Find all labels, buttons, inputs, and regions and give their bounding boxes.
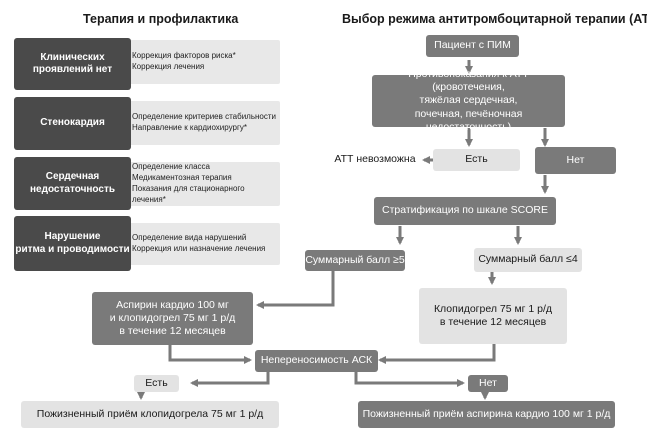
row-2-item-1: Определение критериев стабильности [132,112,276,122]
arrow-clopidogrel-to-asa [378,344,496,364]
contraindications-node: Противопоказания к АТТ (кровотечения, тя… [372,68,565,133]
row-4-category: Нарушение ритма и проводимости [14,216,131,271]
row-4-item-1: Определение вида нарушений [132,233,247,243]
score-high-node: Суммарный балл ≥5 [305,250,405,271]
asa-no-node: Нет [468,375,508,392]
arrow-high-to-aspirin-clopidogrel [256,268,335,309]
flowchart-title: Выбор режима антитромбоцитарной терапии … [342,12,647,26]
arrow-asa-to-no [354,372,465,387]
lifelong-clopidogrel-node: Пожизненный приём клопидогрела 75 мг 1 р… [21,401,279,428]
contra-no-node: Нет [535,147,616,174]
asa-intolerance-node: Непереносимость АСК [255,350,378,372]
row-4-description: Определение вида нарушений Коррекция или… [118,223,280,265]
row-1-item-1: Коррекция факторов риска* [132,51,236,61]
score-low-node: Суммарный балл ≤4 [474,248,582,272]
row-3-item-2: Медикаментозная терапия [132,173,232,183]
row-1-category: Клинических проявлений нет [14,38,131,90]
lifelong-aspirin-node: Пожизненный приём аспирина кардио 100 мг… [358,401,615,428]
patient-node: Пациент с ПИМ [426,35,519,57]
asa-yes-node: Есть [134,375,179,392]
row-1-description: Коррекция факторов риска* Коррекция лече… [118,40,280,84]
att-impossible-node: АТТ невозможна [334,153,416,166]
row-1-item-2: Коррекция лечения [132,62,205,71]
aspirin-clopidogrel-node: Аспирин кардио 100 мг и клопидогрел 75 м… [92,292,253,345]
row-2-item-2: Направление к кардиохирургу* [132,123,248,132]
row-3-item-3: Показания для стационарного лечения* [132,184,245,204]
contra-yes-node: Есть [433,149,520,171]
row-2-category: Стенокардия [14,97,131,150]
row-4-item-2: Коррекция или назначение лечения [132,244,266,253]
row-3-item-1: Определение класса [132,162,210,172]
clopidogrel-node: Клопидогрел 75 мг 1 р/д в течение 12 мес… [419,288,567,344]
left-panel-title: Терапия и профилактика [83,12,239,26]
row-3-description: Определение класса Медикаментозная терап… [118,162,280,206]
row-2-description: Определение критериев стабильности Напра… [118,101,280,145]
arrow-aspirin-clopidogrel-to-asa [168,345,252,364]
score-node: Стратификация по шкале SCORE [374,197,556,225]
row-3-category: Сердечная недостаточность [14,157,131,210]
arrow-asa-to-yes [190,372,270,387]
